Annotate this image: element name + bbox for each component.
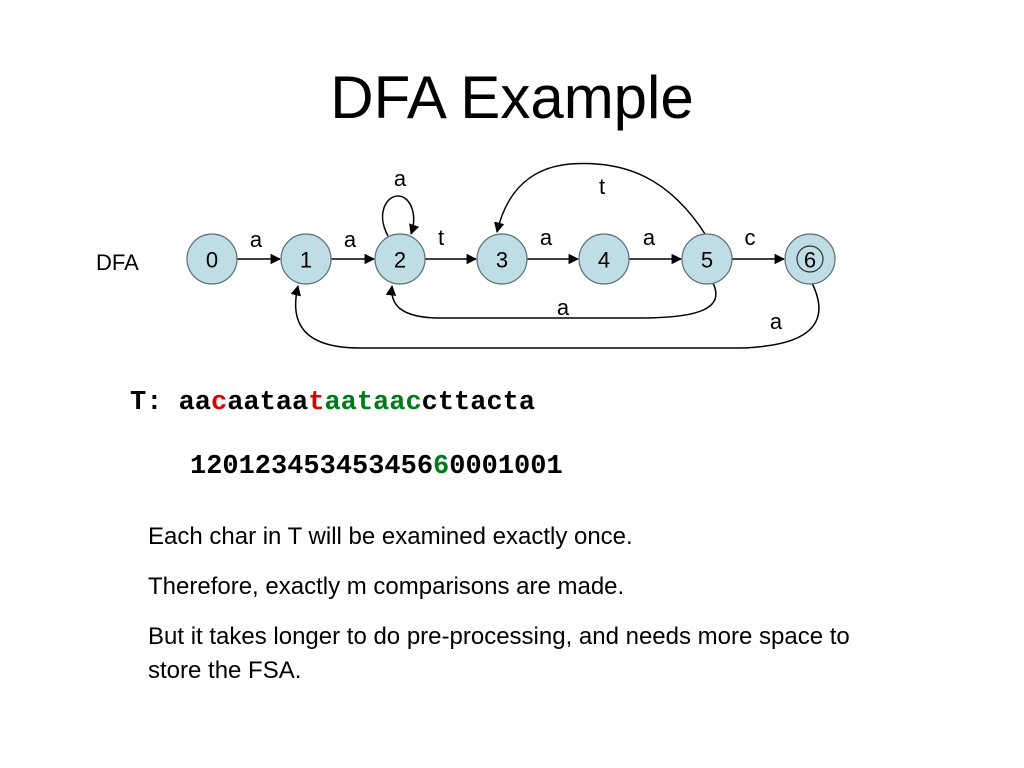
state-segment: 6 bbox=[433, 452, 450, 482]
text-segment: t bbox=[308, 388, 325, 418]
note-2: Therefore, exactly m comparisons are mad… bbox=[148, 573, 625, 600]
state-circle bbox=[476, 233, 528, 285]
state-circle bbox=[280, 233, 332, 285]
edge-label: a bbox=[250, 227, 263, 252]
state-2: 2 bbox=[374, 233, 426, 285]
edge-label: t bbox=[438, 225, 444, 250]
edge-label: a bbox=[394, 166, 407, 191]
state-label: 5 bbox=[701, 248, 713, 273]
note-1: Each char in T will be examined exactly … bbox=[148, 523, 633, 550]
edge-6-to-1 bbox=[290, 282, 820, 349]
text-segment: cttacta bbox=[421, 388, 536, 418]
edge-arrow bbox=[290, 282, 820, 349]
state-segment: 0001001 bbox=[449, 452, 563, 482]
dfa-label: DFA bbox=[96, 250, 139, 275]
state-3: 3 bbox=[476, 233, 528, 285]
edge-arrow bbox=[385, 282, 717, 319]
note-3: But it takes longer to do pre-processing… bbox=[148, 623, 850, 684]
text-segment: c bbox=[211, 388, 228, 418]
edge-label: a bbox=[344, 227, 357, 252]
state-circle bbox=[374, 233, 426, 285]
edge-label: a bbox=[540, 225, 553, 250]
state-4: 4 bbox=[578, 233, 630, 285]
notes: Each char in T will be examined exactly … bbox=[148, 520, 868, 704]
state-label: 2 bbox=[394, 248, 406, 273]
edge-5-to-3 bbox=[494, 162, 708, 238]
state-label: 1 bbox=[300, 248, 312, 273]
slide-title: DFA Example bbox=[330, 64, 694, 131]
state-label: 4 bbox=[598, 248, 610, 273]
state-segment: 120123453453456 bbox=[190, 452, 434, 482]
edge-2-to-2 bbox=[381, 195, 420, 237]
state-0: 0 bbox=[186, 233, 238, 285]
edge-label: t bbox=[599, 174, 605, 199]
text-prefix: T: bbox=[130, 388, 179, 418]
accept-ring bbox=[796, 245, 824, 273]
state-1: 1 bbox=[280, 233, 332, 285]
state-5: 5 bbox=[681, 233, 733, 285]
edge-arrow bbox=[494, 162, 708, 238]
edge-label: a bbox=[643, 225, 656, 250]
edge-label: a bbox=[557, 295, 570, 320]
state-label: 6 bbox=[804, 248, 816, 273]
edge-label: c bbox=[745, 225, 756, 250]
edge-5-to-2 bbox=[385, 282, 717, 319]
state-circle bbox=[578, 233, 630, 285]
text-segment: aataac bbox=[324, 388, 422, 418]
state-label: 3 bbox=[496, 248, 508, 273]
state-label: 0 bbox=[206, 248, 218, 273]
text-segment: aa bbox=[178, 388, 212, 418]
state-6: 6 bbox=[784, 233, 836, 285]
state-circle bbox=[681, 233, 733, 285]
edge-arrow bbox=[381, 195, 420, 237]
state-circle bbox=[186, 233, 238, 285]
state-circle bbox=[784, 233, 836, 285]
text-string: T: aacaataataataaccttacta bbox=[130, 388, 535, 418]
text-segment: aataa bbox=[227, 388, 309, 418]
state-sequence: 12012345345345660001001 bbox=[190, 452, 563, 482]
edge-label: a bbox=[770, 309, 783, 334]
